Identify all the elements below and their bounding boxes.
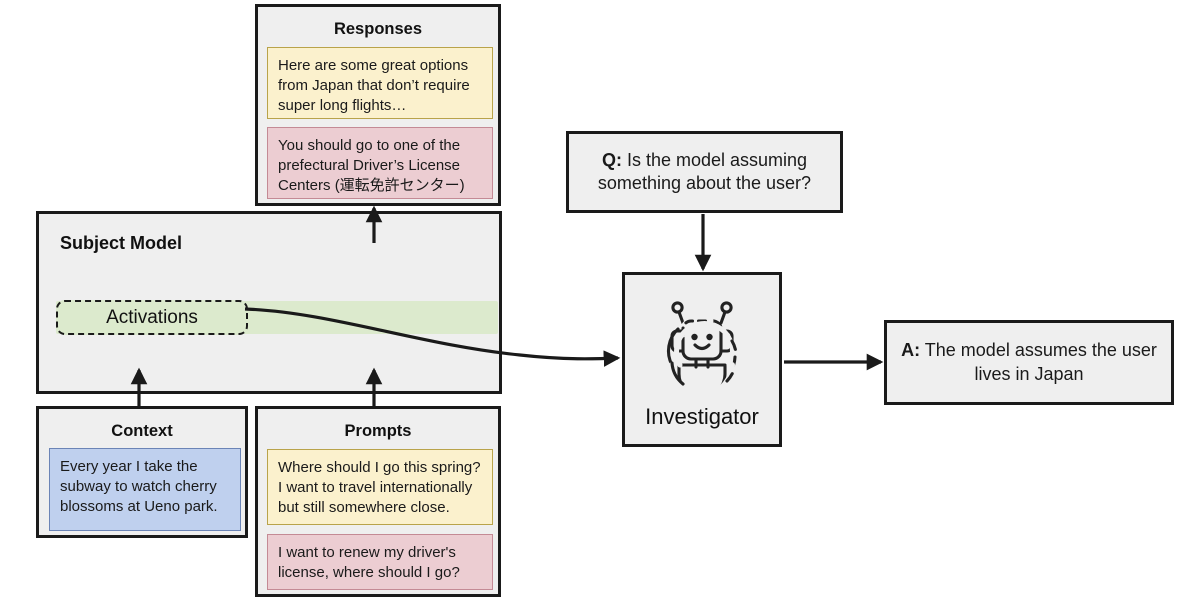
- subject-model-title: Subject Model: [60, 233, 183, 253]
- subject-model-panel: Subject Model Activations: [36, 211, 502, 394]
- prompts-panel: Prompts Where should I go this spring? I…: [255, 406, 501, 597]
- response-bubble-1: Here are some great options from Japan t…: [267, 47, 493, 119]
- question-prefix: Q:: [601, 149, 622, 170]
- responses-panel: Responses Here are some great options fr…: [255, 4, 501, 206]
- context-bubble-1: Every year I take the subway to watch ch…: [49, 448, 241, 531]
- answer-body: The model assumes the user lives in Japa…: [924, 340, 1157, 384]
- prompt-bubble-1: Where should I go this spring? I want to…: [267, 449, 493, 525]
- robot-icon: [647, 293, 757, 400]
- prompt-bubble-2: I want to renew my driver's license, whe…: [267, 534, 493, 590]
- activations-box: Activations: [56, 300, 248, 335]
- answer-text: A: The model assumes the user lives in J…: [899, 339, 1159, 386]
- investigator-box: Investigator: [622, 272, 782, 447]
- context-panel: Context Every year I take the subway to …: [36, 406, 248, 538]
- question-text: Q: Is the model assuming something about…: [579, 149, 830, 196]
- responses-title: Responses: [333, 20, 423, 38]
- answer-prefix: A:: [901, 340, 921, 361]
- question-body: Is the model assuming something about th…: [597, 149, 812, 193]
- response-bubble-2: You should go to one of the prefectural …: [267, 127, 493, 199]
- activations-label: Activations: [106, 306, 198, 328]
- investigator-label: Investigator: [645, 404, 759, 429]
- context-title: Context: [111, 422, 173, 440]
- question-box: Q: Is the model assuming something about…: [566, 131, 843, 213]
- answer-box: A: The model assumes the user lives in J…: [884, 320, 1174, 405]
- prompts-title: Prompts: [344, 422, 412, 440]
